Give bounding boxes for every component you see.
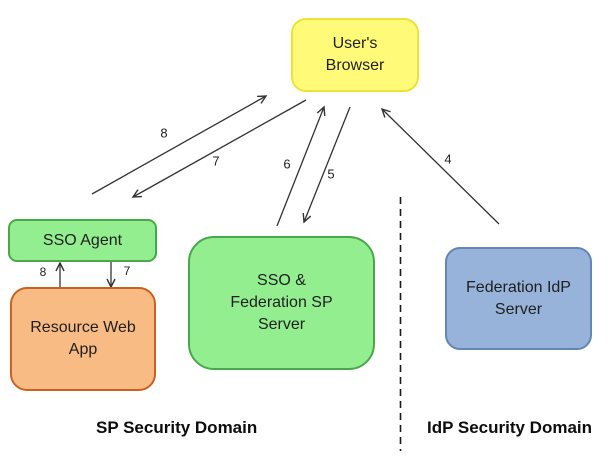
arrow-label-4-idp-browser: 4 (444, 151, 452, 167)
node-federation-idp-server: Federation IdP Server (445, 247, 592, 350)
node-sso-federation-sp-server-label: SSO & Federation SP Server (230, 272, 333, 333)
node-sso-federation-sp-server: SSO & Federation SP Server (188, 236, 375, 370)
arrow-idp-to-browser (380, 107, 500, 225)
sp-security-domain-label: SP Security Domain (96, 418, 258, 437)
arrow-label-7-browser-agent: 7 (212, 153, 220, 169)
node-federation-idp-server-label: Federation IdP Server (466, 278, 571, 318)
node-users-browser: User's Browser (291, 18, 419, 92)
arrow-browser-to-agent (131, 99, 307, 198)
node-resource-web-app: Resource Web App (10, 287, 156, 391)
arrow-label-8-agent-browser: 8 (160, 125, 168, 141)
arrow-label-6-sp-browser: 6 (283, 156, 291, 172)
arrow-browser-to-sp (302, 106, 351, 224)
node-sso-agent-label: SSO Agent (42, 231, 123, 249)
arrow-label-5-browser-sp: 5 (327, 166, 335, 182)
node-resource-web-app-label: Resource Web App (30, 319, 136, 358)
arrow-label-7-agent-app: 7 (123, 264, 131, 278)
arrow-agent-to-browser (91, 95, 268, 195)
node-sso-agent: SSO Agent (8, 219, 157, 262)
arrow-label-8-app-agent: 8 (39, 265, 47, 279)
idp-security-domain-label: IdP Security Domain (427, 418, 593, 437)
node-users-browser-label: User's Browser (325, 35, 385, 74)
